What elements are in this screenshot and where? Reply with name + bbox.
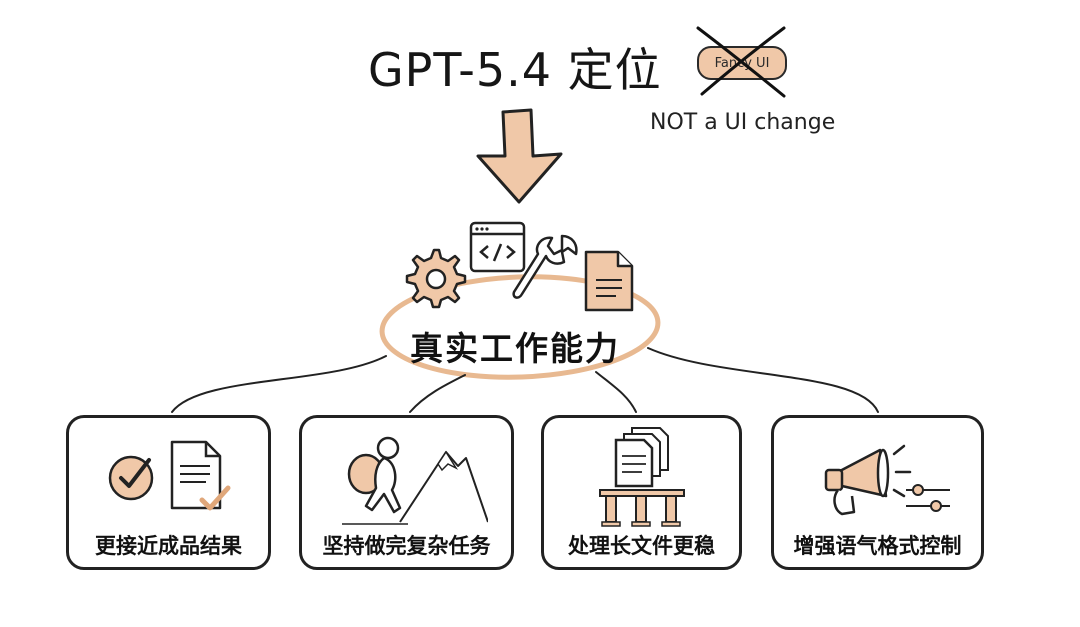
pillars-icon: [599, 489, 685, 527]
card-persist-complex-tasks: 坚持做完复杂任务: [299, 415, 514, 570]
megaphone-icon: [824, 444, 912, 516]
wrench-icon: [512, 234, 578, 299]
not-ui-change-note: NOT a UI change: [650, 110, 836, 135]
card-long-docs-stable: 处理长文件更稳: [541, 415, 742, 570]
stacked-documents-icon: [614, 427, 669, 488]
card-label: 增强语气格式控制: [793, 534, 962, 558]
card-tone-format-control: 增强语气格式控制: [771, 415, 984, 570]
card-closer-to-final: 更接近成品结果: [66, 415, 271, 570]
code-window-icon: [469, 221, 526, 273]
hiker-climbing-mountain-icon: [342, 436, 488, 525]
document-icon: [584, 250, 634, 312]
document-check-icon: [170, 440, 231, 511]
check-circle-icon: [108, 455, 154, 501]
cross-out-icon: [696, 26, 786, 98]
gear-icon: [405, 248, 467, 309]
core-capability-label: 真实工作能力: [410, 329, 620, 368]
sliders-icon: [906, 484, 950, 512]
card-label: 更接近成品结果: [95, 534, 242, 558]
card-label: 坚持做完复杂任务: [322, 534, 491, 558]
page-title: GPT-5.4 定位: [368, 43, 662, 97]
card-label: 处理长文件更稳: [568, 534, 715, 558]
